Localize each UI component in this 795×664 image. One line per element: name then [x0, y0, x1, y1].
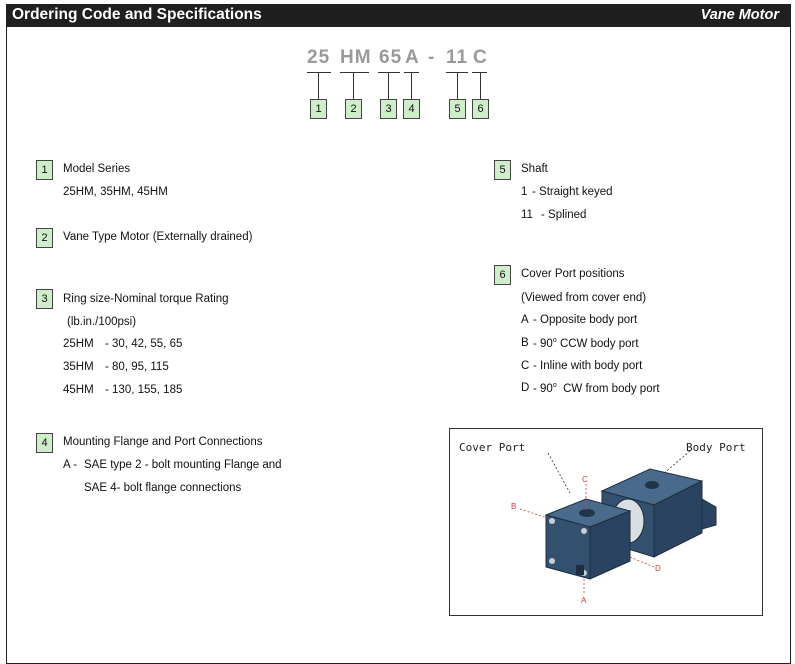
code-segment-series: 25 [307, 47, 331, 68]
section-number-box: 3 [36, 289, 53, 309]
code-box-4: 4 [403, 99, 420, 119]
shaft-option-code: 11 [521, 209, 533, 221]
port-option-code: D [521, 382, 530, 394]
section-title: Shaft [521, 163, 548, 175]
mounting-text-continued: SAE 4- bolt flange connections [84, 482, 242, 494]
port-option-text: - Inline with body port [533, 360, 643, 372]
ring-row-values: - 30, 42, 55, 65 [105, 338, 183, 350]
port-option-text: - 90o CCW body port [533, 337, 639, 350]
section-title: Vane Type Motor (Externally drained) [63, 231, 253, 243]
degree-mark: o [552, 382, 557, 389]
code-segment-shaft: 11 [446, 47, 469, 68]
title-bar: Ordering Code and Specifications Vane Mo… [6, 4, 791, 27]
ring-row-model: 35HM [63, 361, 94, 373]
page-title: Ordering Code and Specifications [12, 6, 262, 23]
ring-row-values: - 80, 95, 115 [105, 361, 169, 373]
port-option-text: - Opposite body port [533, 314, 638, 326]
port-option-code: B [521, 337, 529, 349]
code-connector-6 [480, 72, 481, 99]
cover-port-label: Cover Port [459, 441, 526, 454]
code-connector-1 [318, 72, 319, 99]
section-number-box: 5 [494, 160, 511, 180]
section-number-box: 4 [36, 433, 53, 453]
degree-mark: o [552, 337, 557, 344]
code-bar-ring [378, 72, 400, 73]
section-number-box: 2 [36, 228, 53, 248]
code-segment-dash: - [428, 47, 436, 68]
code-connector-5 [457, 72, 458, 99]
code-box-3: 3 [380, 99, 397, 119]
code-box-6: 6 [472, 99, 489, 119]
code-segment-ring: 65 [379, 47, 403, 68]
shaft-option-text: - Splined [541, 209, 587, 221]
port-option-text: - 90o CW from body port [533, 382, 660, 395]
cover-port-subtitle: (Viewed from cover end) [521, 292, 647, 304]
vane-motor-illustration: C B D A [511, 450, 717, 605]
code-box-2: 2 [345, 99, 362, 119]
section-number-box: 6 [494, 265, 511, 285]
code-bar-port [472, 72, 487, 73]
code-connector-3 [388, 72, 389, 99]
product-category: Vane Motor [700, 7, 779, 23]
ring-row-model: 25HM [63, 338, 94, 350]
marker-d: D [655, 564, 661, 573]
torque-unit: (lb.in./100psi) [67, 316, 137, 328]
section-number-box: 1 [36, 160, 53, 180]
code-segment-port: C [473, 47, 488, 68]
mounting-text: SAE type 2 - bolt mounting Flange and [84, 459, 282, 471]
model-series-list: 25HM, 35HM, 45HM [63, 186, 168, 198]
code-bar-series [307, 72, 331, 73]
marker-a: A [581, 596, 587, 605]
shaft-option-code: 1 [521, 186, 528, 198]
code-segment-type: HM [340, 47, 372, 68]
marker-b: B [511, 502, 516, 511]
body-port-label: Body Port [686, 441, 746, 454]
mounting-code: A - [63, 459, 78, 471]
code-box-1: 1 [310, 99, 327, 119]
section-title: Ring size-Nominal torque Rating [63, 293, 229, 305]
section-title: Cover Port positions [521, 268, 625, 280]
shaft-option-text: - Straight keyed [532, 186, 613, 198]
marker-c: C [582, 475, 588, 484]
code-box-5: 5 [449, 99, 466, 119]
section-title: Model Series [63, 163, 131, 175]
code-connector-2 [353, 72, 354, 99]
port-option-code: C [521, 360, 530, 372]
code-connector-4 [411, 72, 412, 99]
ring-row-values: - 130, 155, 185 [105, 384, 183, 396]
section-title: Mounting Flange and Port Connections [63, 436, 263, 448]
code-segment-mounting: A [405, 47, 420, 68]
port-position-figure: Cover Port Body Port C B D A [449, 428, 763, 616]
port-option-code: A [521, 314, 529, 326]
ring-row-model: 45HM [63, 384, 94, 396]
code-bar-type [340, 72, 369, 73]
